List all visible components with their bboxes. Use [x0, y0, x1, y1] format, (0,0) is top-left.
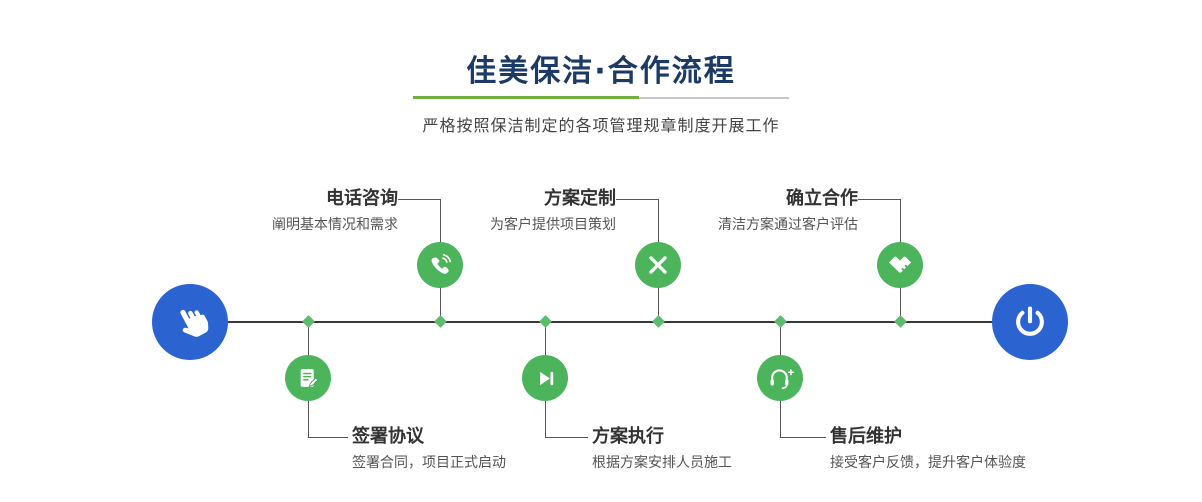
step-title: 方案定制 [544, 188, 616, 209]
connector-horizontal-top-3 [858, 199, 901, 200]
step-node-plan-design [635, 242, 681, 288]
title-divider [413, 96, 789, 99]
step-label-sign-agreement: 签署协议 签署合同，项目正式启动 [352, 426, 506, 472]
step-label-plan-design: 方案定制 为客户提供项目策划 [490, 188, 616, 234]
hand-pointer-icon [180, 309, 209, 337]
timeline-diamond-marker [652, 315, 665, 328]
phone-icon [431, 254, 451, 274]
step-description: 为客户提供项目策划 [490, 217, 616, 233]
step-node-phone-consult [417, 242, 463, 288]
step-label-after-sales: 售后维护 接受客户反馈，提升客户体验度 [830, 426, 1026, 472]
step-description: 根据方案安排人员施工 [592, 455, 732, 471]
play-next-icon [539, 371, 553, 385]
step-node-sign-agreement [285, 355, 331, 401]
contract-pen-icon [300, 368, 318, 387]
connector-horizontal-top-2 [616, 199, 659, 200]
divider-green-segment [413, 96, 639, 99]
divider-gray-segment [638, 97, 789, 99]
timeline-line [190, 321, 1030, 323]
timeline-diamond-marker [894, 315, 907, 328]
step-title: 电话咨询 [326, 188, 398, 209]
step-description: 签署合同，项目正式启动 [352, 455, 506, 471]
step-description: 清洁方案通过客户评估 [718, 217, 858, 233]
power-icon [1016, 306, 1044, 336]
timeline-diamond-marker [434, 315, 447, 328]
step-title: 确立合作 [786, 188, 858, 209]
step-description: 接受客户反馈，提升客户体验度 [830, 455, 1026, 471]
page-subtitle: 严格按照保洁制定的各项管理规章制度开展工作 [422, 116, 780, 135]
step-node-after-sales [757, 355, 803, 401]
step-title: 方案执行 [592, 426, 664, 447]
step-description: 阐明基本情况和需求 [272, 217, 398, 233]
connector-horizontal-top-1 [398, 199, 441, 200]
timeline-diamond-marker [774, 315, 787, 328]
step-label-phone-consult: 电话咨询 阐明基本情况和需求 [272, 188, 398, 234]
step-label-establish-cooperation: 确立合作 清洁方案通过客户评估 [718, 188, 858, 234]
step-label-plan-execution: 方案执行 根据方案安排人员施工 [592, 426, 732, 472]
timeline-diamond-marker [539, 315, 552, 328]
headset-support-icon [770, 368, 794, 389]
timeline-start-node [152, 284, 228, 360]
step-node-establish-cooperation [877, 242, 923, 288]
handshake-icon [888, 256, 912, 273]
connector-horizontal-bottom-2 [545, 437, 588, 438]
timeline-end-node [992, 284, 1068, 360]
page-title: 佳美保洁·合作流程 [466, 54, 736, 89]
connector-horizontal-bottom-1 [308, 437, 348, 438]
step-title: 售后维护 [830, 426, 902, 447]
step-node-plan-execution [522, 355, 568, 401]
connector-horizontal-bottom-3 [780, 437, 826, 438]
timeline-diamond-marker [302, 315, 315, 328]
design-tools-icon [649, 256, 667, 274]
step-title: 签署协议 [352, 426, 424, 447]
